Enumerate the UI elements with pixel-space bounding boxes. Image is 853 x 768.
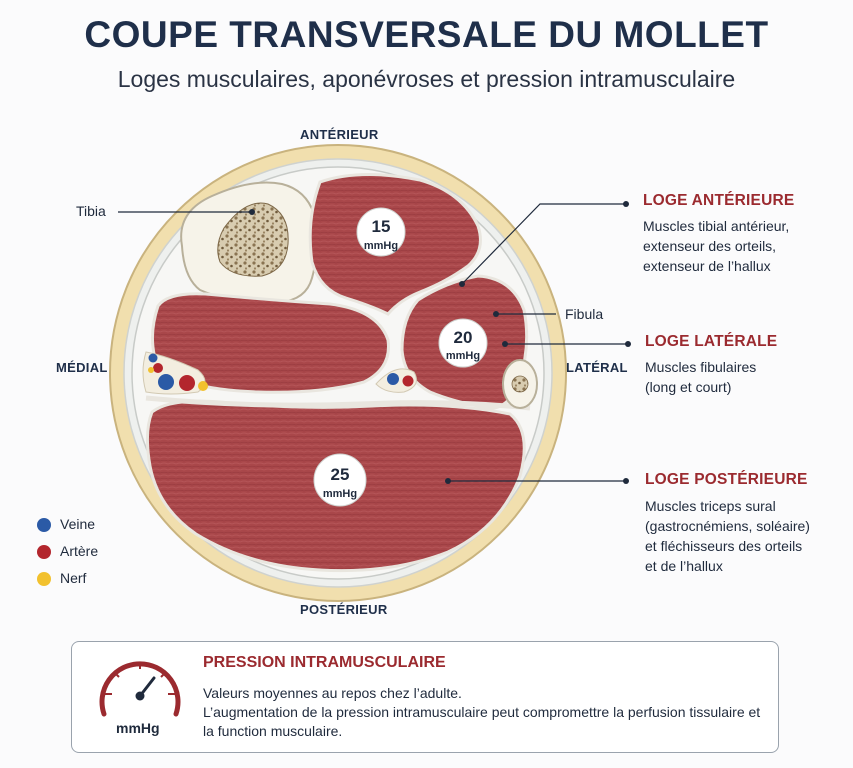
- info-line-2: L’augmentation de la pression intramuscu…: [203, 704, 761, 739]
- loge-anterior-description: Muscles tibial antérieur, extenseur des …: [643, 218, 790, 274]
- loge-posterior-title: LOGE POSTÉRIEURE: [645, 471, 808, 488]
- pressure-gauge-icon: [99, 661, 181, 717]
- tibia-marrow: [217, 202, 289, 277]
- page-title: COUPE TRANSVERSALE DU MOLLET: [84, 14, 769, 55]
- pressure-value-lateral: 20: [454, 328, 473, 347]
- vessel-artery: [179, 375, 195, 391]
- loge-lateral-description: Muscles fibulaires (long et court): [645, 359, 757, 395]
- legend-label-artery: Artère: [60, 543, 99, 559]
- loge-anterior-title: LOGE ANTÉRIEURE: [643, 192, 795, 209]
- tibia-label: Tibia: [76, 203, 106, 219]
- legend-label-nerve: Nerf: [60, 570, 87, 586]
- label-posterior: POSTÉRIEUR: [300, 602, 388, 617]
- leader-lines: [118, 203, 628, 482]
- gauge-unit-label: mmHg: [116, 720, 160, 736]
- vessel-artery-small: [153, 363, 163, 373]
- fibula-marrow: [511, 375, 529, 393]
- pressure-badge-lateral: 20 mmHg: [438, 318, 488, 368]
- label-lateral: LATÉRAL: [566, 360, 628, 375]
- leader-dots: [249, 201, 631, 484]
- pressure-value-posterior: 25: [331, 465, 350, 484]
- pressure-unit-anterior: mmHg: [364, 240, 398, 252]
- vessel-vein: [158, 374, 174, 390]
- leader-anterior: [461, 203, 626, 285]
- pressure-info-box: mmHg PRESSION INTRAMUSCULAIRE Valeurs mo…: [71, 641, 779, 753]
- label-medial: MÉDIAL: [56, 360, 108, 375]
- vessel-nerve: [198, 381, 208, 391]
- info-text: Valeurs moyennes au repos chez l’adulte.…: [203, 684, 763, 741]
- info-title: PRESSION INTRAMUSCULAIRE: [203, 654, 446, 671]
- pressure-badge-posterior: 25 mmHg: [313, 453, 367, 507]
- pressure-badge-anterior: 15 mmHg: [356, 207, 406, 257]
- loge-lateral-title: LOGE LATÉRALE: [645, 333, 778, 350]
- vein-dot-icon: [37, 518, 51, 532]
- legend-label-vein: Veine: [60, 516, 96, 532]
- pressure-unit-lateral: mmHg: [446, 350, 480, 362]
- pressure-unit-posterior: mmHg: [323, 488, 357, 500]
- vessel-artery-ant: [402, 375, 414, 387]
- artery-dot-icon: [37, 545, 51, 559]
- pressure-value-anterior: 15: [372, 217, 391, 236]
- label-anterior: ANTÉRIEUR: [300, 127, 379, 142]
- vessel-nerve-small: [148, 367, 154, 373]
- intermuscular-septum: [145, 395, 531, 411]
- nerve-dot-icon: [37, 572, 51, 586]
- info-line-1: Valeurs moyennes au repos chez l’adulte.: [203, 685, 462, 701]
- fibula-label: Fibula: [565, 306, 604, 322]
- loge-posterior-description: Muscles triceps sural (gastrocnémiens, s…: [645, 498, 810, 574]
- vessel-vein-ant: [387, 373, 399, 385]
- page-subtitle: Loges musculaires, aponévroses et pressi…: [117, 66, 736, 92]
- vessel-vein-small: [148, 353, 158, 363]
